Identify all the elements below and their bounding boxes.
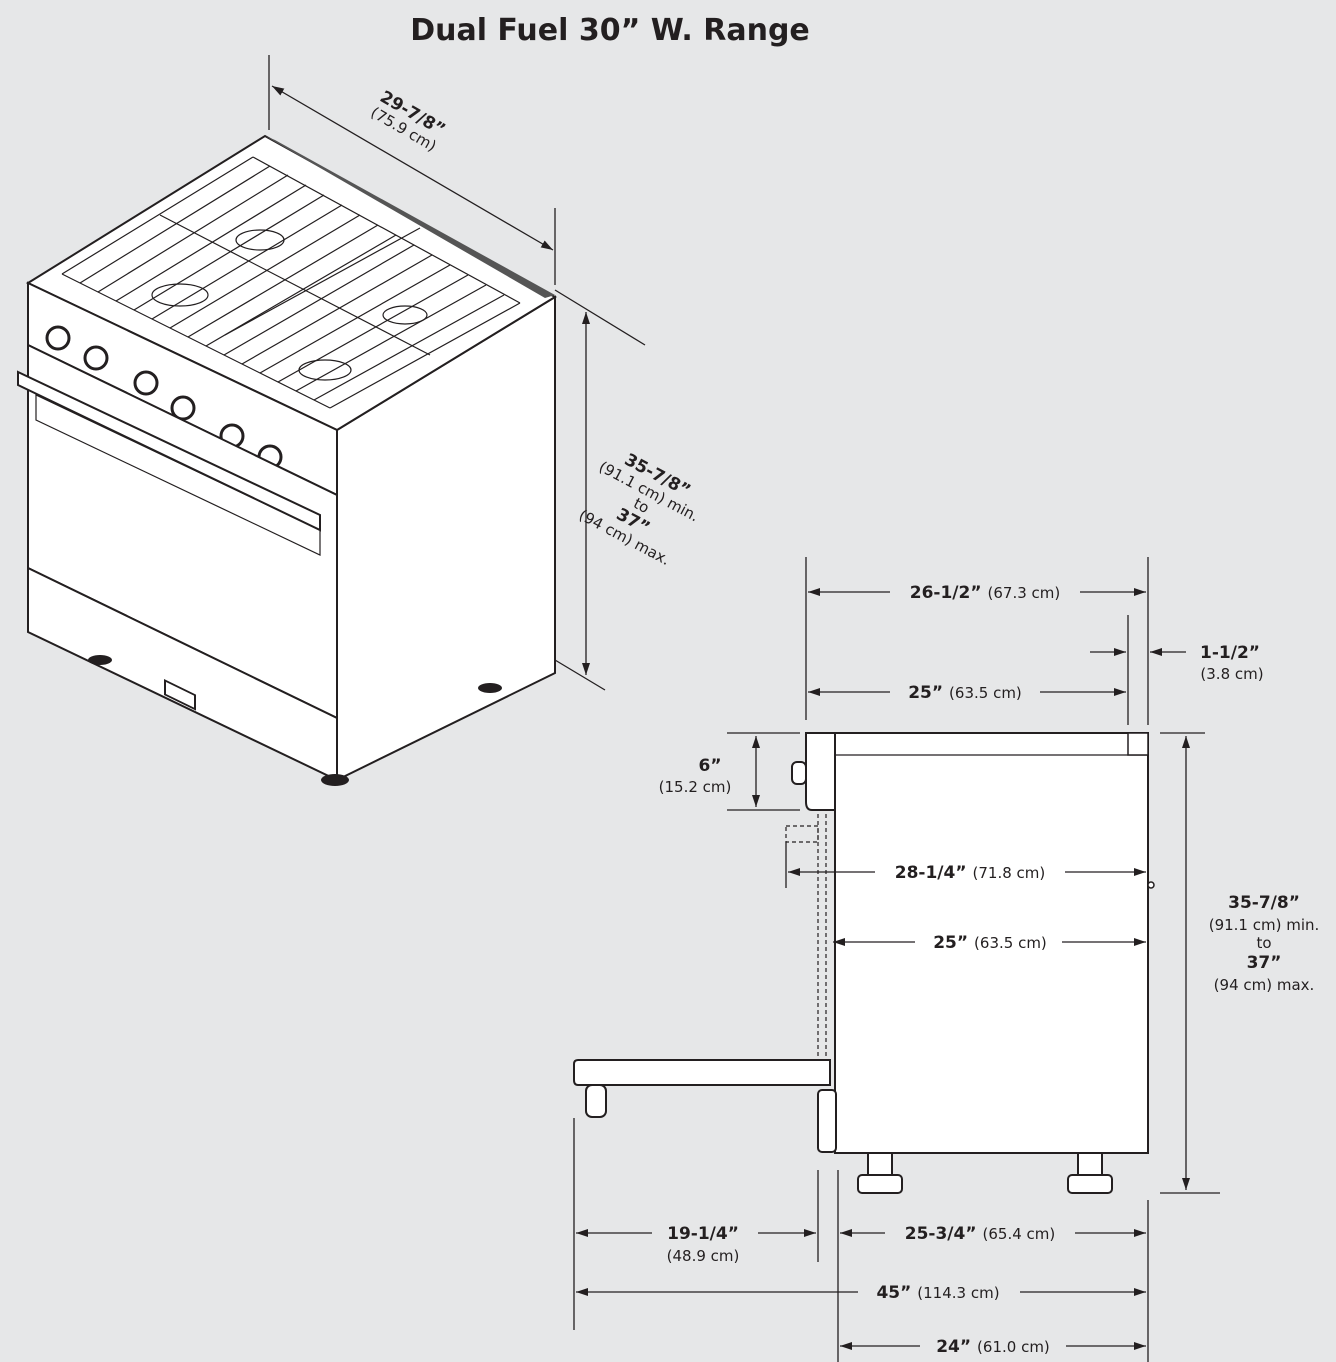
- burner-front-right: [298, 359, 352, 381]
- oven-door-handle: [17, 370, 321, 532]
- door-handle-side: [585, 1084, 607, 1118]
- base-to-back-label: 24”(61.0 cm): [936, 1337, 1050, 1357]
- base-depth-label: 25-3/4”(65.4 cm): [905, 1224, 1056, 1244]
- foot: [321, 774, 349, 786]
- iso-depth-dimension-line: [271, 85, 554, 251]
- foot: [478, 683, 502, 693]
- knob-to-back-label: 28-1/4”(71.8 cm): [895, 863, 1046, 883]
- panel-height-imperial: 6”: [698, 756, 721, 776]
- burner-back-right: [382, 305, 428, 325]
- range-side-view-drawing: [573, 732, 1155, 1194]
- total-depth-label: 45”(114.3 cm): [876, 1283, 999, 1303]
- side-height-to: to: [1256, 934, 1271, 952]
- side-height-min-metric: (91.1 cm) min.: [1209, 916, 1320, 934]
- rear-offset-metric: (3.8 cm): [1200, 665, 1263, 683]
- overall-depth-imperial: 26-1/2”: [910, 583, 982, 603]
- control-panel-side: [805, 732, 836, 811]
- feet-side: [857, 1152, 1113, 1194]
- range-isometric-drawing: [17, 134, 557, 786]
- door-open-metric: (48.9 cm): [667, 1247, 740, 1265]
- handle-profile: [785, 825, 819, 843]
- cabinet-depth-top-label: 25”(63.5 cm): [908, 683, 1022, 703]
- diagram-title: Dual Fuel 30” W. Range: [410, 13, 810, 48]
- control-knobs: [45, 325, 283, 470]
- rear-offset-imperial: 1-1/2”: [1200, 643, 1260, 663]
- burner-front-left: [151, 283, 209, 307]
- side-height-max-metric: (94 cm) max.: [1214, 976, 1315, 994]
- range-body-side: [834, 732, 1149, 1154]
- drawer-front-side: [817, 1089, 837, 1153]
- foot: [88, 655, 112, 665]
- knob-side: [791, 761, 807, 785]
- panel-height-metric: (15.2 cm): [659, 778, 732, 796]
- rear-vent: [1127, 732, 1149, 756]
- brand-badge: [164, 678, 196, 711]
- side-height-min-imperial: 35-7/8”: [1228, 893, 1300, 913]
- open-oven-door: [573, 1059, 831, 1086]
- door-open-imperial: 19-1/4”: [667, 1224, 739, 1244]
- side-height-max-imperial: 37”: [1247, 953, 1282, 973]
- iso-height-to: to: [631, 494, 653, 517]
- body-depth-label: 25”(63.5 cm): [933, 933, 1047, 953]
- overall-depth-metric: (67.3 cm): [988, 584, 1061, 602]
- overall-depth-label: 26-1/2” (67.3 cm): [910, 583, 1061, 603]
